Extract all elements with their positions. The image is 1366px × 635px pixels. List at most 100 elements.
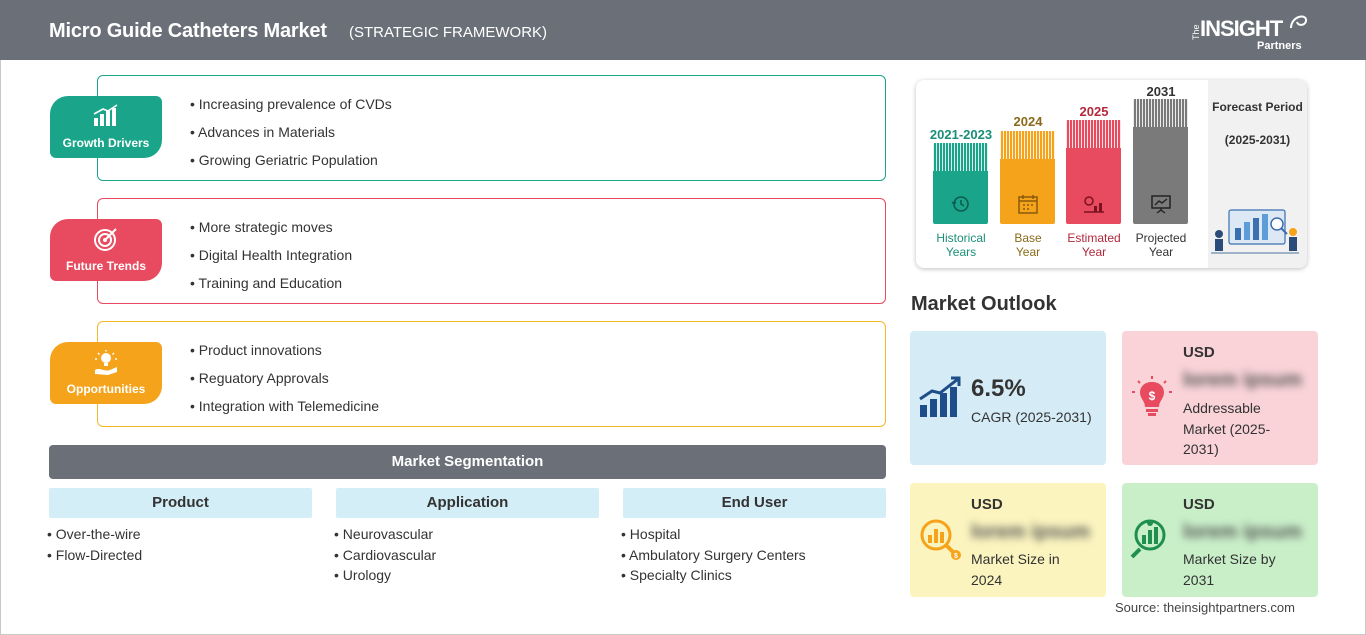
addressable-label: Addressable Market (2025-2031) — [1183, 400, 1271, 457]
page-title: Micro Guide Catheters Market — [49, 20, 327, 42]
list-item: Neurovascular — [334, 524, 436, 545]
market-segmentation-bar: Market Segmentation — [49, 445, 886, 479]
opportunities-badge: Opportunities — [50, 342, 162, 404]
page-subtitle: (STRATEGIC FRAMEWORK) — [349, 24, 548, 41]
list-item: Reguatory Approvals — [190, 368, 379, 396]
future-trends-label: Future Trends — [65, 259, 146, 273]
bar-stripes — [933, 143, 988, 171]
timeline-label-line1: Historical — [936, 231, 986, 245]
source-credit[interactable]: Source: theinsightpartners.com — [1115, 600, 1295, 615]
bar-stripes — [1133, 99, 1188, 127]
list-item: Ambulatory Surgery Centers — [621, 545, 806, 566]
future-trends-box: More strategic moves Digital Health Inte… — [97, 198, 886, 304]
logo-insight-text: INSIGHT — [1200, 16, 1283, 41]
list-item: Increasing prevalence of CVDs — [190, 94, 392, 122]
lightbulb-hand-icon — [95, 350, 117, 375]
history-icon — [949, 194, 973, 214]
timeline-year-3: 2031 — [1146, 84, 1176, 99]
size-2031-value-blurred: lorem ipsum — [1183, 521, 1302, 543]
segment-header-product: Product — [49, 488, 312, 518]
logo-partners-text: Partners — [1257, 40, 1302, 52]
market-size-2024-card: $ USD lorem ipsum Market Size in 2024 — [910, 483, 1106, 597]
growth-chart-icon — [919, 376, 961, 417]
opportunities-list: Product innovations Reguatory Approvals … — [190, 340, 379, 424]
size-2024-value-blurred: lorem ipsum — [971, 521, 1090, 543]
timeline-bar-0 — [933, 143, 988, 224]
timeline-year-2: 2025 — [1079, 104, 1109, 119]
list-item: Specialty Clinics — [621, 565, 806, 586]
presentation-icon — [1149, 194, 1173, 214]
svg-text:$: $ — [1149, 389, 1156, 403]
list-item: Cardiovascular — [334, 545, 436, 566]
future-trends-badge: Future Trends — [50, 219, 162, 281]
forecast-period-range: (2025-2031) — [1224, 133, 1291, 147]
segment-header-application: Application — [336, 488, 599, 518]
list-item: Hospital — [621, 524, 806, 545]
timeline-bar-1 — [1000, 131, 1055, 224]
segment-list-end-user: Hospital Ambulatory Surgery Centers Spec… — [621, 524, 806, 586]
magnifier-growth-icon — [1130, 519, 1166, 559]
list-item: Product innovations — [190, 340, 379, 368]
timeline-year-1: 2024 — [1013, 114, 1043, 129]
cagr-card: 6.5% CAGR (2025-2031) — [910, 331, 1106, 465]
list-item: Advances in Materials — [190, 122, 392, 150]
target-icon — [94, 228, 117, 251]
insight-partners-logo[interactable]: The INSIGHT Partners — [1188, 10, 1313, 54]
forecast-period-title: Forecast Period — [1212, 100, 1303, 114]
list-item: Digital Health Integration — [190, 245, 352, 273]
magnifier-chart-icon: $ — [920, 519, 961, 560]
size-2024-label: Market Size in 2024 — [971, 551, 1060, 588]
list-item: Training and Education — [190, 273, 352, 301]
opportunities-label: Opportunities — [66, 382, 146, 396]
timeline-label-line2: Year — [1015, 245, 1041, 259]
growth-drivers-box: Increasing prevalence of CVDs Advances i… — [97, 75, 886, 181]
cagr-value: 6.5% — [971, 375, 1026, 402]
timeline-bar-3 — [1133, 99, 1188, 224]
money-bulb-icon: $ — [1132, 376, 1172, 416]
analytics-icon — [1082, 194, 1106, 214]
size-2031-currency: USD — [1183, 496, 1215, 513]
growth-drivers-badge: Growth Drivers — [50, 96, 162, 158]
list-item: Flow-Directed — [47, 545, 142, 566]
header-bar: Micro Guide Catheters Market (STRATEGIC … — [0, 0, 1366, 60]
timeline-bar-2 — [1066, 120, 1121, 224]
segment-list-application: Neurovascular Cardiovascular Urology — [334, 524, 436, 586]
size-2024-currency: USD — [971, 496, 1003, 513]
svg-text:$: $ — [954, 553, 958, 560]
timeline-label-line1: Estimated — [1067, 231, 1121, 245]
timeline-label-line2: Year — [1081, 245, 1107, 259]
future-trends-list: More strategic moves Digital Health Inte… — [190, 217, 353, 301]
size-2031-label: Market Size by 2031 — [1183, 551, 1276, 588]
analyst-illustration-icon — [1211, 209, 1299, 254]
addressable-currency: USD — [1183, 344, 1215, 361]
list-item: Integration with Telemedicine — [190, 396, 379, 424]
bar-chart-up-icon — [93, 104, 118, 126]
market-outlook-title: Market Outlook — [911, 293, 1057, 315]
growth-drivers-label: Growth Drivers — [62, 136, 150, 150]
timeline-label-line1: Base — [1014, 231, 1042, 245]
list-item: Urology — [334, 565, 436, 586]
list-item: Over-the-wire — [47, 524, 142, 545]
addressable-value-blurred: lorem ipsum — [1183, 369, 1302, 391]
timeline-year-0: 2021-2023 — [929, 127, 993, 142]
growth-drivers-list: Increasing prevalence of CVDs Advances i… — [190, 94, 392, 178]
logo-swirl-icon — [1290, 15, 1307, 29]
opportunities-box: Product innovations Reguatory Approvals … — [97, 321, 886, 427]
timeline-label-line2: Years — [945, 245, 977, 259]
bar-stripes — [1066, 120, 1121, 148]
list-item: More strategic moves — [190, 217, 352, 245]
timeline-label-line2: Year — [1148, 245, 1174, 259]
segment-header-end-user: End User — [623, 488, 886, 518]
list-item: Growing Geriatric Population — [190, 150, 392, 178]
timeline-label-line1: Projected — [1135, 231, 1187, 245]
segment-list-product: Over-the-wire Flow-Directed — [47, 524, 142, 565]
addressable-market-card: $ USD lorem ipsum Addressable Market (20… — [1122, 331, 1318, 465]
bar-stripes — [1000, 131, 1055, 159]
cagr-label: CAGR (2025-2031) — [971, 409, 1092, 425]
calendar-icon — [1016, 194, 1040, 214]
market-size-2031-card: USD lorem ipsum Market Size by 2031 — [1122, 483, 1318, 597]
